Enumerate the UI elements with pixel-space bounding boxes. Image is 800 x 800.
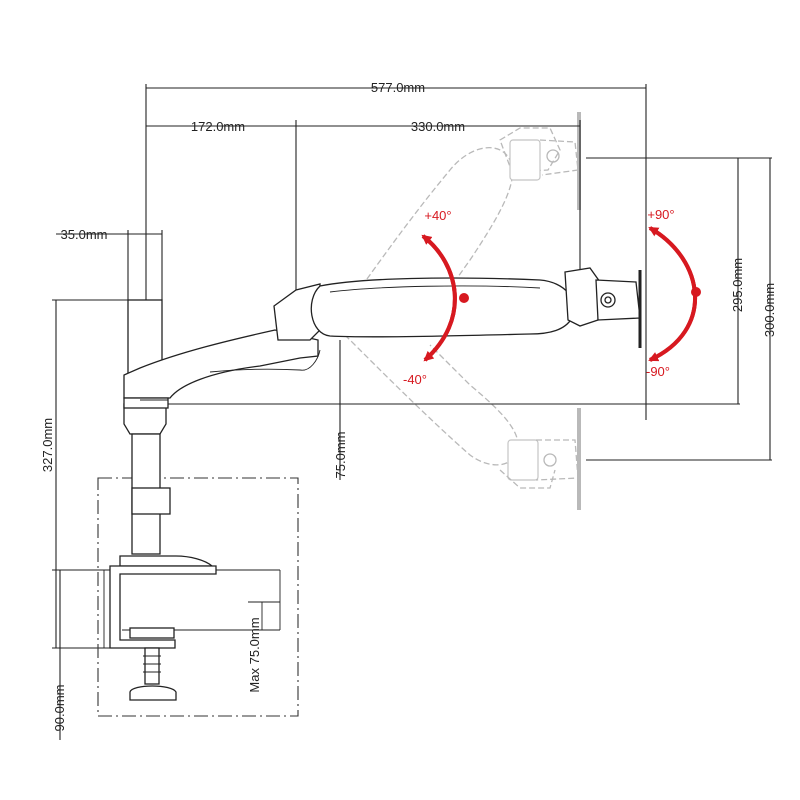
second-arm bbox=[273, 277, 575, 341]
tilt-down-label: -40° bbox=[403, 372, 427, 387]
vertical-range-b-label: 300.0mm bbox=[762, 283, 777, 337]
rotate-neg-label: -90° bbox=[646, 364, 670, 379]
ghost-arm-lower-position bbox=[344, 334, 581, 510]
dimension-lines-right bbox=[160, 157, 772, 461]
pole bbox=[123, 299, 171, 555]
desk-outline bbox=[97, 477, 299, 717]
monitor-head bbox=[564, 267, 642, 348]
ghost-arm-upper-position bbox=[329, 112, 581, 331]
total-reach-label: 577.0mm bbox=[371, 80, 425, 95]
first-arm-label: 172.0mm bbox=[191, 119, 245, 134]
rotate-arrow bbox=[648, 226, 701, 362]
arm-drop-label: 75.0mm bbox=[333, 432, 348, 479]
pole-diameter-label: 35.0mm bbox=[61, 227, 108, 242]
tilt-up-label: +40° bbox=[424, 208, 451, 223]
rotate-pos-label: +90° bbox=[647, 207, 674, 222]
desk-thickness-label: Max 75.0mm bbox=[247, 617, 262, 692]
first-arm bbox=[123, 329, 321, 409]
dimension-lines-left bbox=[52, 299, 341, 740]
second-arm-label: 330.0mm bbox=[411, 119, 465, 134]
tilt-arrow bbox=[421, 234, 469, 362]
dimension-lines-top bbox=[56, 84, 647, 420]
vertical-range-a-label: 295.0mm bbox=[730, 258, 745, 312]
clamp-height-label: 90.0mm bbox=[52, 685, 67, 732]
desk-clamp bbox=[103, 555, 217, 701]
pole-height-label: 327.0mm bbox=[40, 418, 55, 472]
